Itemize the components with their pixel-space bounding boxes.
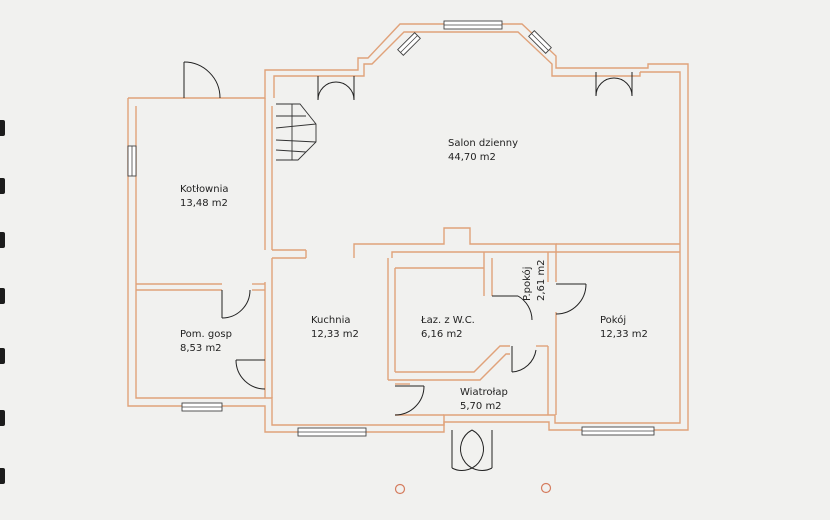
room-area-salon: 44,70 m2 [448,152,496,163]
room-name-pokoj: Pokój [600,314,626,326]
wall-segment [353,227,557,258]
room-name-pom-gosp: Pom. gosp [180,329,232,340]
walls [127,23,689,433]
binder-mark [0,178,5,194]
room-name-salon: Salon dzienny [448,138,518,149]
door-kotlownia-external [183,61,221,99]
windows [127,20,655,437]
room-name-p-pokoj: P.pokój [521,267,533,301]
door-kuchnia [235,359,266,390]
room-area-pom-gosp: 8,53 m2 [180,343,222,354]
room-area-kotlownia: 13,48 m2 [180,198,228,209]
room-labels: Kotłownia 13,48 m2 Salon dzienny 44,70 m… [180,138,648,412]
window-bay-left [397,32,421,56]
binder-mark [0,232,5,248]
room-area-wiatrolap: 5,70 m2 [460,401,502,412]
binder-mark [0,348,5,364]
room-name-wiatrolap: Wiatrołap [460,387,508,398]
column-marker [394,483,406,495]
wall-segment [388,353,510,381]
room-area-kuchnia: 12,33 m2 [311,329,359,340]
door-wiatrolap-inner [394,385,425,416]
room-name-kotlownia: Kotłownia [180,184,228,195]
window-top-bay [443,20,503,30]
door-lazienka [492,295,533,321]
room-area-pokoj: 12,33 m2 [600,329,648,340]
window-kuchnia [297,427,367,437]
door-pokoj [555,283,587,315]
room-area-lazienka: 6,16 m2 [421,329,463,340]
door-salon-terrace-left [317,76,355,101]
room-area-p-pokoj: 2,61 m2 [536,259,547,301]
door-salon-terrace-right [595,72,633,97]
bay-inner [273,31,641,98]
doors [183,61,633,471]
binder-mark [0,468,5,484]
door-p-pokoj [511,346,537,373]
binder-mark [0,410,5,426]
window-kotlownia [127,145,137,177]
window-bay-right [528,30,552,54]
room-name-lazienka: Łaz. z W.C. [420,315,475,326]
stairs [275,103,317,161]
wall-segment [395,345,510,373]
binder-mark [0,120,5,136]
door-pom-gosp [221,289,251,319]
column-marker [540,482,552,494]
binder-mark [0,288,5,304]
window-pom-gosp [181,402,223,412]
outer-wall [127,23,689,433]
room-name-kuchnia: Kuchnia [311,315,350,326]
window-pokoj [581,426,655,436]
door-entrance [451,429,493,471]
